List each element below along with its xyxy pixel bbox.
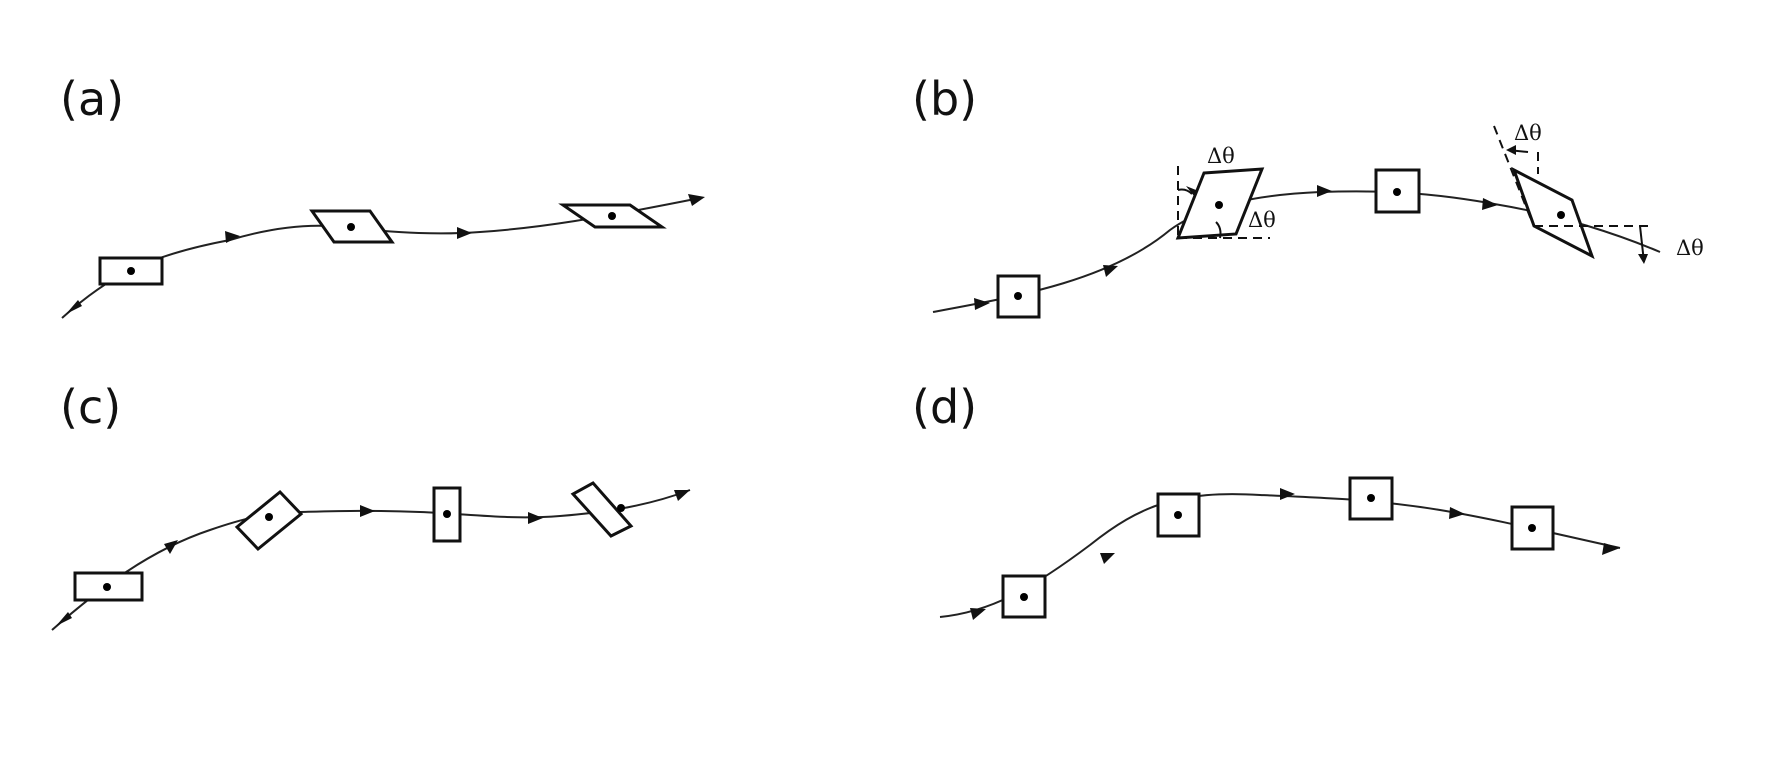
panel-b: (b) Δθ Δθ Δθ Δθ: [912, 72, 1704, 319]
arrowhead-icon: [164, 540, 178, 554]
angle-label: Δθ: [1514, 121, 1542, 145]
element-center-dot: [617, 504, 625, 512]
arrowhead-icon: [1482, 198, 1498, 210]
arrowhead-icon: [1186, 186, 1196, 196]
arrowhead-icon: [1638, 254, 1648, 264]
panel-label-d: (d): [912, 380, 977, 434]
element-center-dot: [608, 212, 616, 220]
element-center-dot: [1367, 494, 1375, 502]
element-center-dot: [1020, 593, 1028, 601]
arrowhead-icon: [974, 298, 990, 310]
panel-label-a: (a): [60, 72, 124, 126]
panel-a: (a): [60, 72, 705, 319]
arrowhead-icon: [1280, 488, 1295, 500]
arrowhead-icon: [1506, 145, 1516, 155]
angle-label: Δθ: [1676, 236, 1704, 260]
element-center-dot: [1174, 511, 1182, 519]
arrowhead-icon: [1100, 553, 1115, 564]
arrowhead-icon: [1103, 265, 1118, 277]
element-center-dot: [1215, 201, 1223, 209]
element-center-dot: [1557, 211, 1565, 219]
element-center-dot: [1528, 524, 1536, 532]
arrowhead-icon: [1317, 185, 1332, 197]
arrowhead-icon: [674, 490, 690, 501]
angle-label: Δθ: [1248, 208, 1276, 232]
element-center-dot: [347, 223, 355, 231]
arrowhead-icon: [688, 194, 705, 206]
panel-label-c: (c): [60, 380, 121, 434]
panel-label-b: (b): [912, 72, 977, 126]
arrowhead-icon: [360, 505, 375, 517]
arrowhead-icon: [528, 512, 543, 524]
fluid-element: [1511, 166, 1595, 260]
element-center-dot: [265, 513, 273, 521]
panel-d: (d): [912, 380, 1621, 620]
element-center-dot: [1014, 292, 1022, 300]
reference-line-slanted: [1493, 125, 1533, 223]
arrowhead-icon: [225, 231, 240, 243]
angle-arc: [1215, 221, 1222, 239]
arrowhead-icon: [457, 227, 472, 239]
arrowhead-icon: [66, 300, 82, 314]
angle-label: Δθ: [1207, 144, 1235, 168]
panel-c: (c): [51, 380, 691, 631]
element-center-dot: [127, 267, 135, 275]
arrowhead-icon: [56, 612, 72, 626]
element-center-dot: [103, 583, 111, 591]
fluid-element: [570, 481, 634, 538]
element-center-dot: [1393, 188, 1401, 196]
element-center-dot: [443, 510, 451, 518]
angle-arc: [1177, 188, 1193, 195]
arrowhead-icon: [1449, 507, 1465, 519]
arrowhead-icon: [970, 608, 986, 620]
arrowhead-icon: [1602, 543, 1620, 555]
